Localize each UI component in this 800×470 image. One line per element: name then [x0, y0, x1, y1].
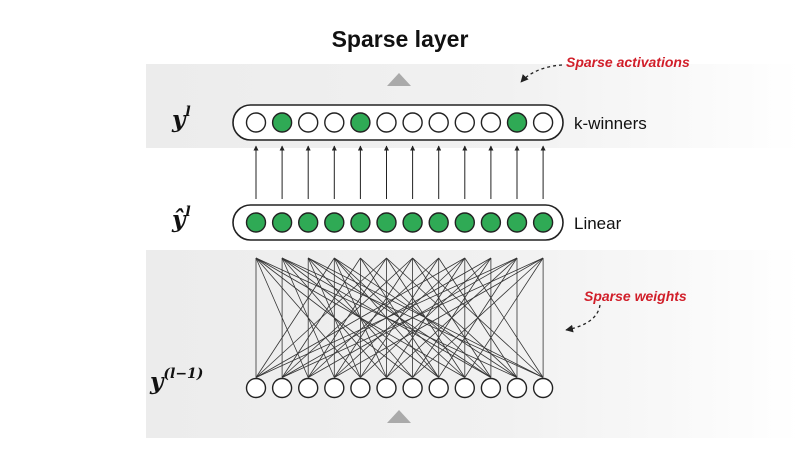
k-winner-node-active	[271, 112, 293, 133]
weight-connection	[307, 257, 387, 378]
weights-pointer-arrow	[565, 304, 601, 333]
input-node-inactive	[454, 377, 475, 399]
linear-node-active	[532, 212, 554, 233]
linear-node-active	[428, 212, 449, 233]
weight-connection	[255, 257, 309, 378]
top-layer-symbol: yl	[172, 104, 191, 133]
upward-flow-triangle-top	[387, 73, 411, 86]
linear-node-active	[245, 212, 267, 233]
input-layer-symbol: y(l−1)	[150, 366, 204, 395]
input-node-inactive	[298, 377, 319, 399]
input-node-inactive	[402, 377, 423, 399]
layer-arrows	[253, 145, 546, 199]
input-node-inactive	[376, 377, 397, 399]
weight-connection	[464, 257, 544, 378]
weight-connection	[255, 257, 361, 378]
weight-connection	[255, 257, 413, 378]
k-winner-node-inactive	[376, 112, 397, 133]
linear-node-active	[454, 212, 475, 233]
linear-node-active	[506, 212, 528, 233]
linear-node-active	[324, 212, 345, 233]
linear-label: Linear	[574, 214, 622, 233]
weight-connection	[307, 257, 492, 378]
k-winner-node-inactive	[532, 112, 554, 133]
input-node-inactive	[428, 377, 449, 399]
weight-connection	[333, 257, 413, 378]
k-winner-node-inactive	[298, 112, 319, 133]
linear-node-active	[402, 212, 423, 233]
input-node-inactive	[245, 377, 267, 399]
bottom-shaded-band	[146, 250, 800, 438]
sparse-weights-label: Sparse weights	[584, 288, 687, 304]
weight-connection	[412, 257, 544, 378]
k-winners-label: k-winners	[574, 114, 647, 133]
k-winner-node-inactive	[454, 112, 475, 133]
k-winner-node-active	[506, 112, 528, 133]
k-winners-capsule	[232, 104, 564, 141]
k-winners-nodes	[245, 112, 554, 133]
k-winner-node-inactive	[324, 112, 345, 133]
k-winner-node-inactive	[480, 112, 502, 133]
input-node-inactive	[506, 377, 528, 399]
linear-node-active	[271, 212, 293, 233]
input-node-inactive	[532, 377, 554, 399]
input-node-inactive	[324, 377, 345, 399]
input-nodes	[245, 377, 554, 399]
weight-connection	[308, 257, 544, 378]
weight-connection	[255, 257, 518, 378]
input-node-inactive	[350, 377, 371, 399]
sparse-activations-label: Sparse activations	[566, 54, 690, 70]
upward-flow-triangle-bottom	[387, 410, 411, 423]
linear-capsule	[232, 204, 564, 241]
sparse-weight-connections	[255, 257, 544, 378]
weight-connection	[386, 257, 518, 378]
linear-node-active	[298, 212, 319, 233]
weight-connection	[255, 257, 335, 378]
k-winner-node-inactive	[428, 112, 449, 133]
diagram-title: Sparse layer	[331, 26, 469, 52]
linear-layer-symbol: ŷl	[172, 204, 191, 233]
linear-node-active	[480, 212, 502, 233]
weight-connection	[281, 257, 544, 378]
k-winner-node-inactive	[245, 112, 267, 133]
input-node-inactive	[271, 377, 293, 399]
k-winner-node-active	[350, 112, 371, 133]
linear-node-active	[376, 212, 397, 233]
weight-connection	[255, 257, 465, 378]
k-winner-node-inactive	[402, 112, 423, 133]
activations-pointer-arrow	[520, 64, 563, 83]
linear-node-active	[350, 212, 371, 233]
input-node-inactive	[480, 377, 502, 399]
linear-nodes	[245, 212, 554, 233]
